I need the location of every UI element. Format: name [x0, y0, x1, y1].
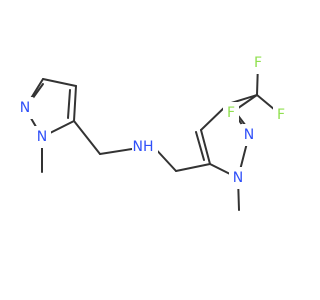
- bond-left-ch2-nh: [99, 148, 133, 155]
- atom-n1-right-bg: [229, 167, 247, 189]
- atom-f-left-bg: [223, 102, 239, 124]
- atom-f-top: F: [254, 55, 262, 71]
- bond-left-ring-c4-c5-double: [67, 89, 71, 119]
- molecule-structure: N N NH N N F F F: [16, 52, 289, 211]
- bond-right-ring-c5-c4: [200, 129, 211, 165]
- atom-f-right-bg: [273, 104, 289, 126]
- atom-labels-layer: N N NH N N F F F: [16, 52, 289, 189]
- bond-left-ring-c4-c5: [73, 85, 77, 122]
- atom-n2-right-bg: [240, 124, 258, 146]
- atom-n2-left: N: [20, 100, 30, 116]
- bond-left-ring-c3-c4: [42, 78, 77, 87]
- bond-left-ch2: [73, 120, 101, 155]
- atom-n2-right: N: [244, 127, 254, 143]
- atom-f-right: F: [277, 107, 285, 123]
- atom-f-left: F: [227, 105, 235, 121]
- atom-n1-left-bg: [33, 126, 51, 148]
- atom-f-top-bg: [250, 52, 266, 74]
- atom-n1-right: N: [233, 170, 243, 186]
- bond-right-ring-c5-c4-double: [195, 131, 205, 161]
- atom-nh: NH: [133, 139, 154, 155]
- atom-n1-left: N: [37, 129, 47, 145]
- bond-right-ch2-ring: [175, 163, 211, 172]
- atom-nh-bg: [132, 136, 158, 158]
- atom-n2-left-bg: [16, 97, 34, 119]
